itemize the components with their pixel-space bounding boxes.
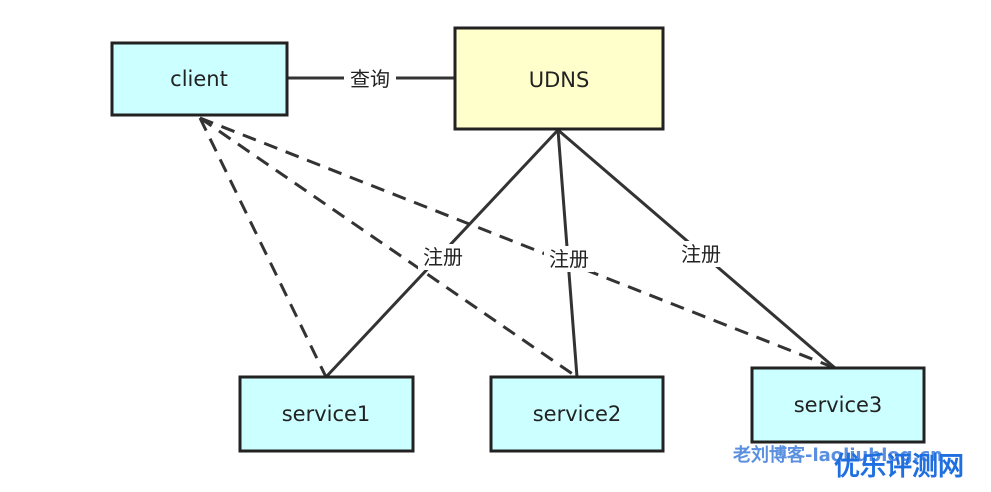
client-label: client — [170, 67, 228, 91]
blog-watermark: 老刘博客-laoliublog.cn — [733, 444, 943, 466]
udns-box — [453, 26, 665, 131]
edge-client-service1 — [198, 117, 328, 378]
node-service2: service2 — [489, 375, 665, 453]
udns-label: UDNS — [529, 68, 590, 92]
service3-label: service3 — [794, 393, 883, 417]
edge-client-service2 — [199, 116, 578, 379]
service1-box — [238, 375, 415, 453]
site-watermark: 优乐评测网 — [834, 452, 964, 482]
service3-box — [750, 366, 926, 444]
service2-box — [489, 375, 665, 453]
register-label-1: 注册 — [423, 245, 463, 269]
service2-label: service2 — [533, 402, 622, 426]
register-label-1-bg — [418, 244, 468, 270]
register-label-3-bg — [676, 241, 726, 267]
client-box — [110, 41, 289, 117]
node-client: client — [110, 41, 289, 117]
node-service3: service3 — [750, 366, 926, 444]
service1-label: service1 — [282, 402, 371, 426]
register-label-3: 注册 — [681, 242, 721, 266]
query-label: 查询 — [350, 67, 390, 91]
node-udns: UDNS — [453, 26, 665, 131]
register-label-2: 注册 — [549, 247, 589, 271]
edge-client-service3 — [199, 116, 836, 370]
node-service1: service1 — [238, 375, 415, 453]
register-label-2-bg — [544, 246, 594, 272]
query-label-bg — [344, 66, 396, 92]
